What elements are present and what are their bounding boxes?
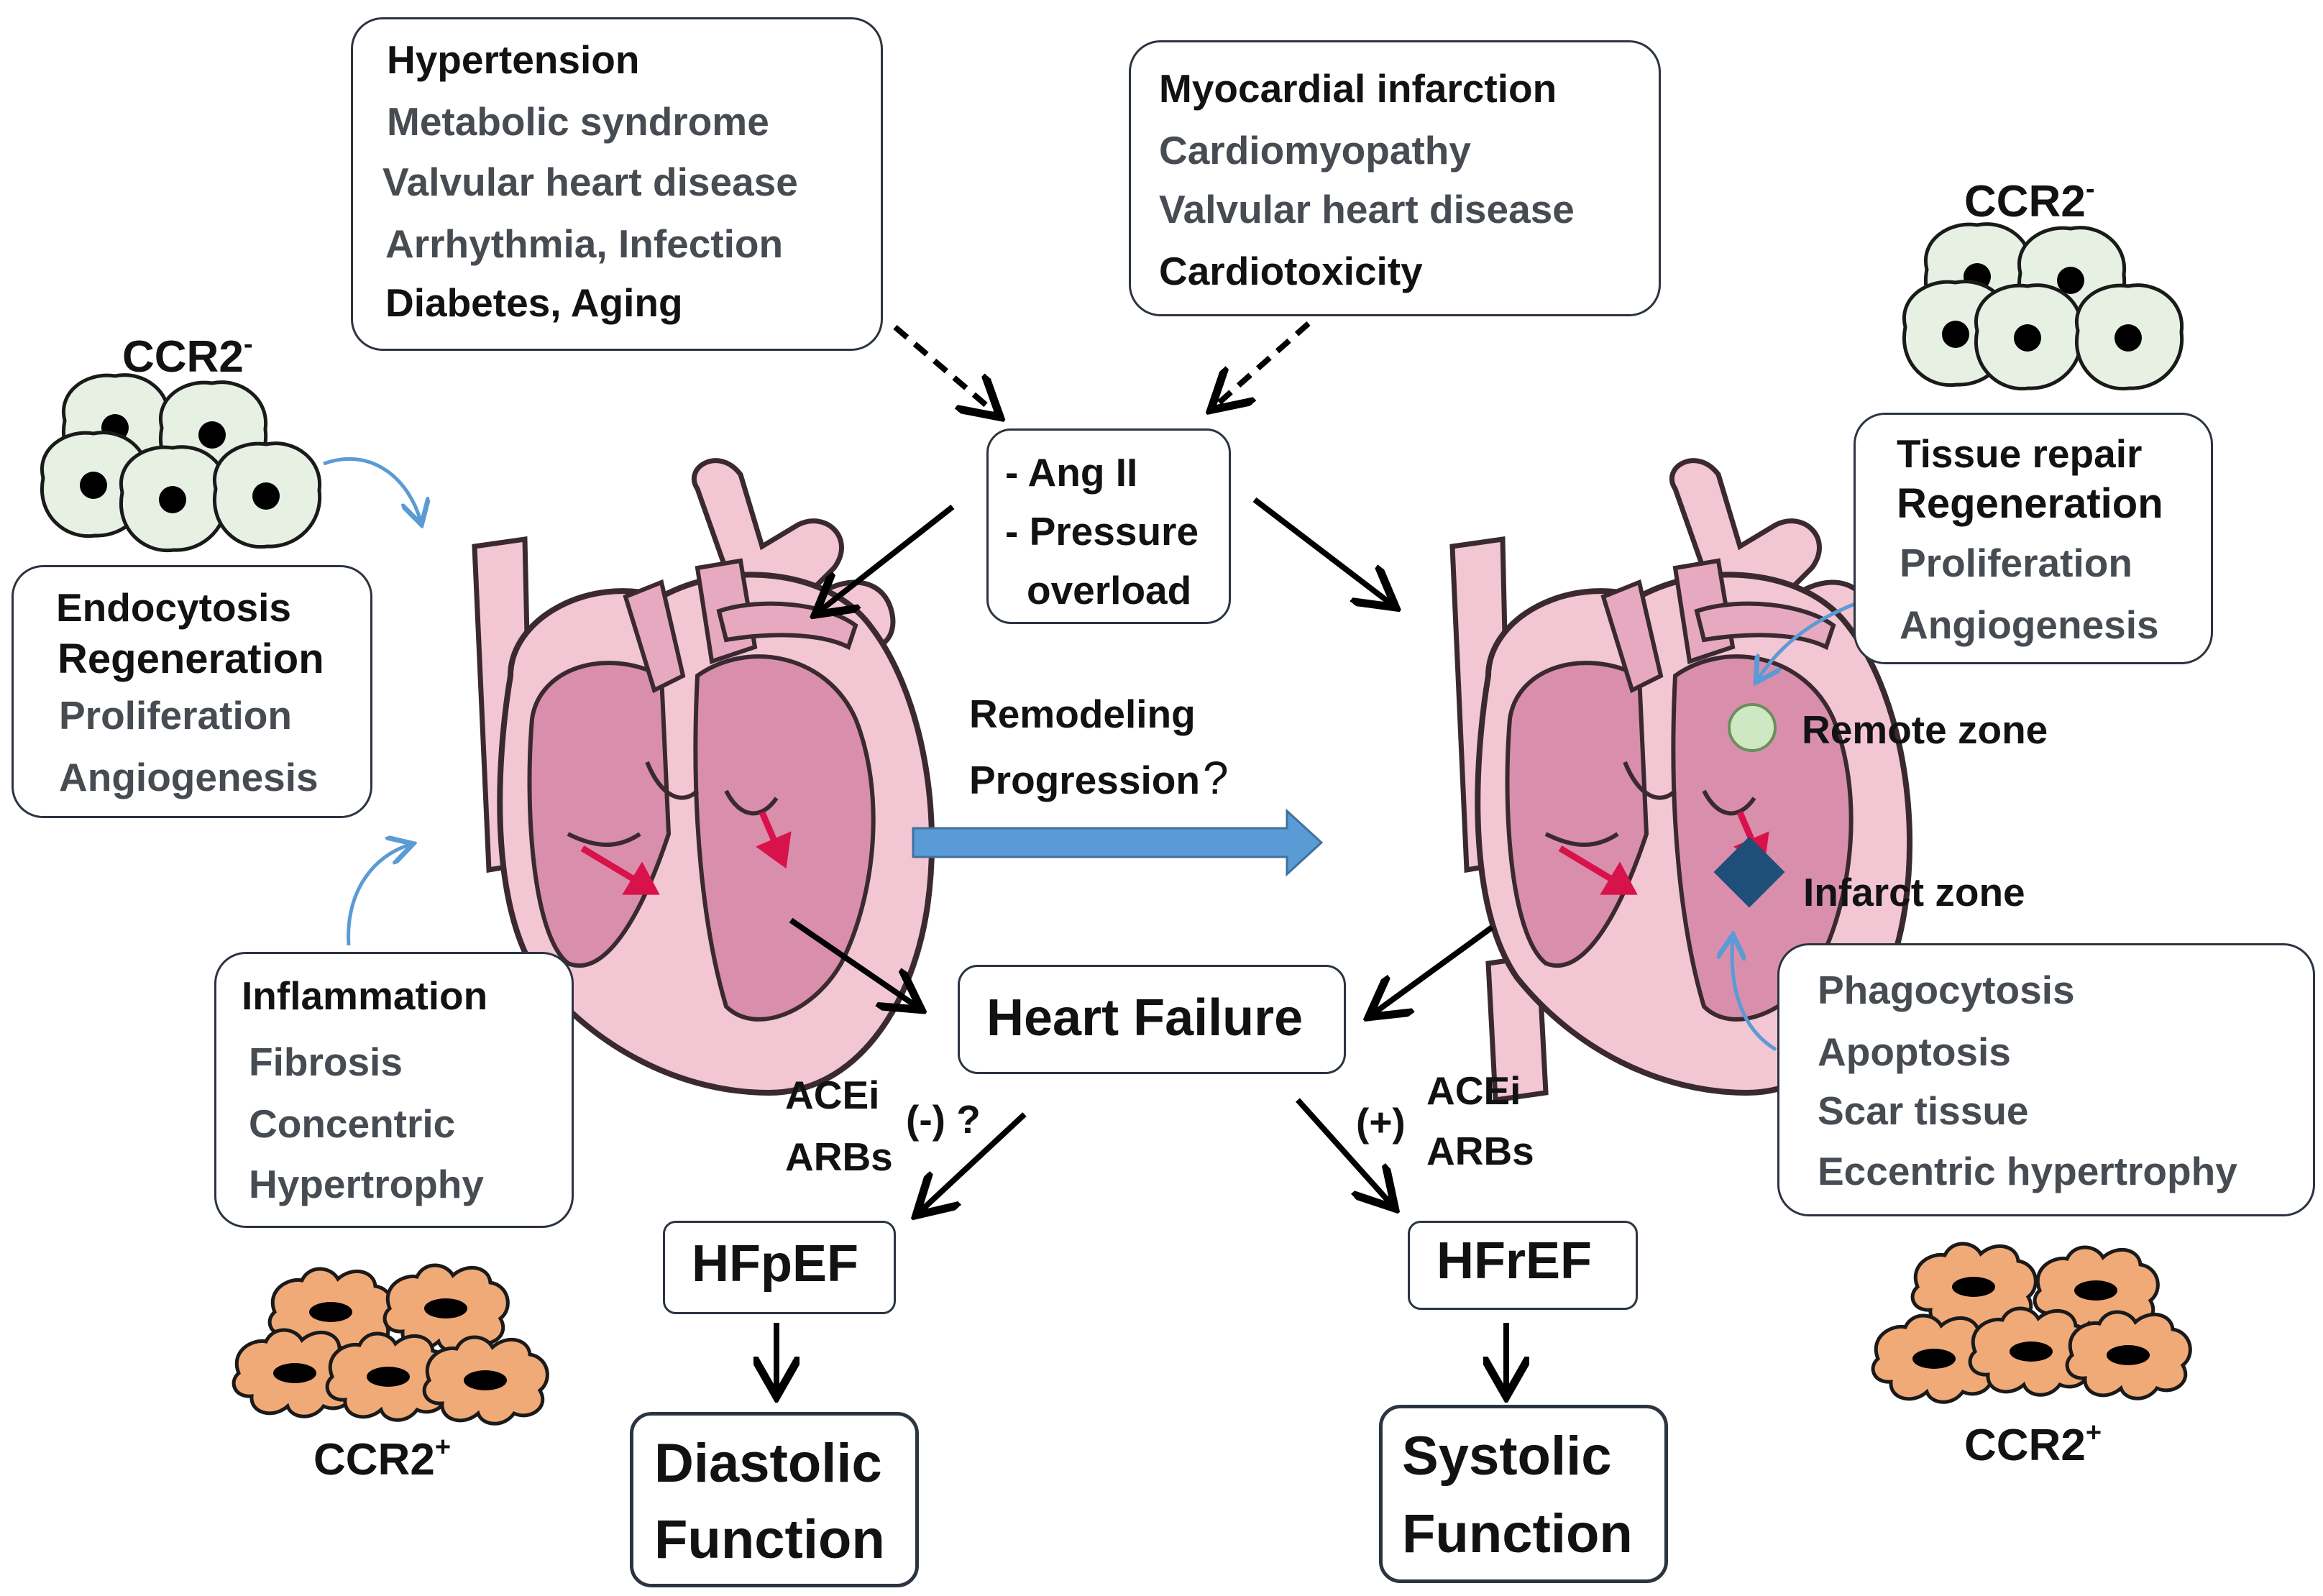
diastolic-line-1: Diastolic	[654, 1433, 882, 1494]
ccr2-plus-cells-right	[1873, 1244, 2190, 1402]
arrow-topright-to-center	[1215, 321, 1311, 406]
heart-failure-label: Heart Failure	[986, 989, 1303, 1047]
ccr2-minus-label-left: CCR2-	[122, 329, 253, 382]
stimulus-box	[986, 428, 1231, 624]
arrow-hf-to-hfref	[1296, 1098, 1391, 1204]
right-minus-line-1: Tissue repair	[1897, 431, 2143, 476]
remodeling-arrow	[912, 808, 1324, 877]
stimulus-line-2: - Pressure	[1005, 509, 1199, 554]
heart-failure-box	[958, 965, 1346, 1074]
arrow-center-to-right-heart	[1252, 497, 1391, 604]
right-minus-line-2: Regeneration	[1897, 480, 2163, 527]
hfref-box	[1408, 1221, 1638, 1310]
left-plus-line-3: Concentric	[249, 1101, 456, 1146]
ccr2-plus-functions-right-box	[1777, 943, 2315, 1216]
curved-arrow-right-top	[1758, 602, 1856, 679]
left-effect-label: (-) ?	[906, 1097, 981, 1142]
infarct-zone-marker	[1713, 836, 1785, 908]
arrow-hf-to-hfpef	[920, 1112, 1027, 1211]
arrow-topleft-to-center	[893, 324, 996, 413]
hfpef-box	[663, 1221, 896, 1314]
right-plus-line-3: Scar tissue	[1818, 1088, 2029, 1133]
mi-line-1: Myocardial infarction	[1159, 66, 1557, 111]
right-acei-label: ACEi	[1426, 1068, 1521, 1113]
left-minus-line-1: Endocytosis	[56, 585, 292, 630]
ccr2-plus-cells-left	[234, 1265, 547, 1423]
right-minus-line-3: Proliferation	[1900, 541, 2132, 585]
right-plus-line-2: Apoptosis	[1818, 1029, 2011, 1074]
remote-zone-marker	[1728, 703, 1777, 752]
left-minus-line-3: Proliferation	[59, 693, 292, 738]
mi-line-2: Cardiomyopathy	[1159, 128, 1471, 173]
ccr2-minus-label-right: CCR2-	[1964, 174, 2095, 226]
ccr2-plus-label-left: CCR2+	[313, 1432, 452, 1485]
question-mark: ?	[1202, 752, 1229, 804]
curved-arrow-left-bottom	[347, 845, 410, 946]
left-plus-line-1: Inflammation	[242, 973, 488, 1018]
diastolic-function-box	[630, 1412, 919, 1587]
ccr2-minus-functions-right-box	[1854, 413, 2213, 664]
left-arbs-label: ARBs	[785, 1134, 893, 1179]
risk-factors-box	[351, 17, 883, 351]
arrow-left-heart-to-hf	[789, 917, 917, 1006]
right-effect-label: (+)	[1356, 1100, 1406, 1145]
ccr2-minus-cells-right	[1904, 224, 2181, 389]
risk-line-3: Valvular heart disease	[382, 160, 798, 204]
left-plus-line-2: Fibrosis	[249, 1040, 403, 1084]
risk-line-2: Metabolic syndrome	[387, 99, 769, 144]
risk-line-5: Diabetes, Aging	[385, 280, 683, 325]
curved-arrow-right-bottom	[1732, 938, 1777, 1052]
ccr2-plus-functions-left-box	[214, 952, 574, 1228]
risk-line-1: Hypertension	[387, 37, 640, 82]
diastolic-line-2: Function	[654, 1509, 885, 1570]
left-minus-line-4: Angiogenesis	[59, 755, 319, 799]
mi-line-3: Valvular heart disease	[1159, 187, 1575, 231]
ccr2-minus-cells-left	[42, 375, 319, 551]
left-minus-line-2: Regeneration	[58, 636, 324, 682]
arrow-center-to-left-heart	[820, 504, 955, 611]
ccr2-minus-functions-left-box	[12, 565, 372, 818]
systolic-line-2: Function	[1402, 1503, 1633, 1564]
myocardial-conditions-box	[1129, 40, 1661, 316]
right-plus-line-4: Eccentric hypertrophy	[1818, 1149, 2237, 1193]
mi-line-4: Cardiotoxicity	[1159, 249, 1423, 293]
right-plus-line-1: Phagocytosis	[1818, 968, 2075, 1012]
infarct-zone-label: Infarct zone	[1803, 870, 2025, 914]
remodeling-label: Remodeling	[969, 692, 1196, 736]
stimulus-line-1: - Ang II	[1005, 450, 1138, 495]
ccr2-plus-label-right: CCR2+	[1964, 1418, 2102, 1470]
progression-label: Progression?	[969, 752, 1229, 804]
systolic-line-1: Systolic	[1402, 1426, 1612, 1487]
left-plus-line-4: Hypertrophy	[249, 1162, 484, 1206]
systolic-function-box	[1379, 1405, 1668, 1583]
hfpef-label: HFpEF	[692, 1235, 858, 1293]
stimulus-line-3: overload	[1027, 568, 1192, 613]
left-acei-label: ACEi	[785, 1073, 880, 1117]
risk-line-4: Arrhythmia, Infection	[385, 221, 784, 266]
remote-zone-label: Remote zone	[1802, 707, 2048, 752]
hfref-label: HFrEF	[1437, 1232, 1592, 1290]
curved-arrow-left-top	[323, 457, 421, 521]
right-arbs-label: ARBs	[1426, 1129, 1534, 1173]
right-minus-line-4: Angiogenesis	[1900, 602, 2159, 647]
arrow-right-heart-to-hf	[1373, 925, 1494, 1014]
